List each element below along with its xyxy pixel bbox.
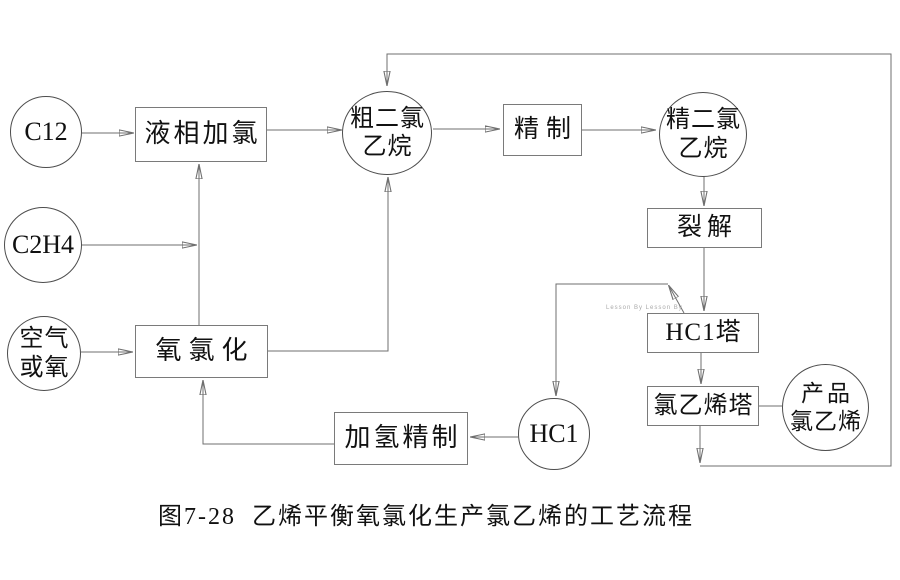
box-vinyl-chloride-tower: 氯乙烯塔 bbox=[647, 386, 759, 426]
box-hcl-tower-label: HC1塔 bbox=[665, 319, 742, 347]
box-oxychlorination: 氧氯化 bbox=[135, 325, 268, 378]
flow-recycle-to-crude-edc bbox=[387, 53, 892, 467]
node-air-or-oxygen-line1: 空气 bbox=[19, 326, 70, 353]
box-liquid-phase-chlorination-label: 液相加氯 bbox=[144, 119, 261, 149]
node-refined-edc-line2: 乙烷 bbox=[678, 135, 729, 162]
node-cl2-label: C12 bbox=[24, 116, 68, 146]
flow-hydrofining-to-oxychlorination bbox=[203, 381, 334, 445]
node-c2h4-label: C2H4 bbox=[11, 229, 75, 259]
box-hydrogenation-refining-label: 加氢精制 bbox=[344, 423, 461, 453]
box-refining-label: 精制 bbox=[513, 116, 578, 144]
box-cracking: 裂解 bbox=[647, 208, 762, 248]
figure-caption: 图7-28 乙烯平衡氧氯化生产氯乙烯的工艺流程 bbox=[158, 504, 694, 530]
flow-oxychlorination-to-crude-edc bbox=[268, 178, 388, 352]
node-air-or-oxygen-line2: 或氧 bbox=[19, 354, 70, 381]
watermark-text: Lesson By Lesson By bbox=[606, 305, 683, 311]
box-oxychlorination-label: 氧氯化 bbox=[155, 336, 255, 366]
node-hcl-label: HC1 bbox=[529, 418, 579, 448]
flow-hcl-tower-overhead-diagonal bbox=[669, 286, 685, 314]
node-refined-dichloroethane: 精二氯 乙烷 bbox=[659, 92, 747, 177]
node-product-vcm-line2: 氯乙烯 bbox=[790, 408, 862, 434]
box-vcm-tower-label: 氯乙烯塔 bbox=[653, 392, 754, 419]
node-cl2: C12 bbox=[10, 96, 82, 168]
node-hcl: HC1 bbox=[518, 398, 590, 470]
box-refining: 精制 bbox=[503, 104, 582, 156]
node-product-vcm-line1: 产品 bbox=[801, 381, 853, 407]
node-refined-edc-line1: 精二氯 bbox=[666, 107, 741, 134]
node-c2h4: C2H4 bbox=[4, 207, 82, 283]
node-crude-edc-line2: 乙烷 bbox=[362, 134, 413, 160]
box-hydrogenation-refining: 加氢精制 bbox=[334, 412, 468, 465]
node-crude-dichloroethane: 粗二氯 乙烷 bbox=[342, 91, 432, 175]
node-product-vinyl-chloride: 产品 氯乙烯 bbox=[782, 364, 869, 451]
node-air-or-oxygen: 空气 或氧 bbox=[7, 316, 81, 391]
node-crude-edc-line1: 粗二氯 bbox=[350, 105, 425, 132]
flow-overhead-to-hcl bbox=[556, 283, 668, 395]
box-cracking-label: 裂解 bbox=[676, 214, 737, 242]
box-liquid-phase-chlorination: 液相加氯 bbox=[135, 107, 267, 162]
box-hcl-tower: HC1塔 bbox=[647, 313, 759, 353]
